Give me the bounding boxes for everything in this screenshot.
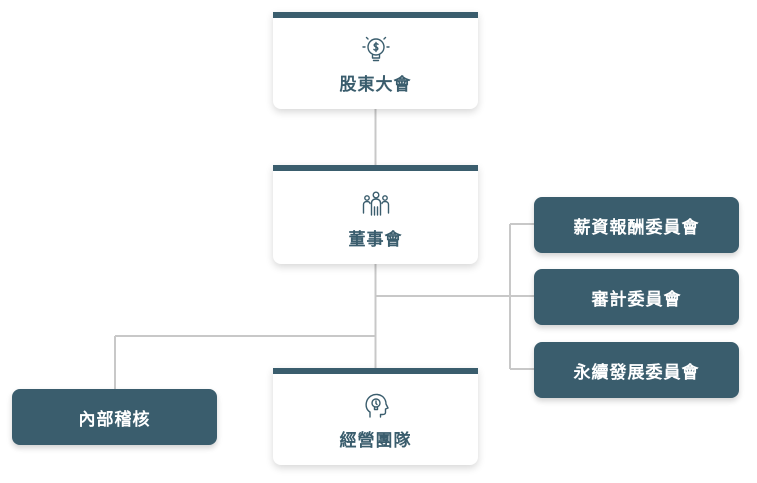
committee-label: 永續發展委員會 bbox=[573, 362, 700, 383]
committee-label: 薪資報酬委員會 bbox=[573, 217, 700, 238]
shareholders-label: 股東大會 bbox=[339, 75, 412, 95]
internal-audit-box: 內部稽核 bbox=[12, 389, 217, 445]
board-label: 董事會 bbox=[348, 230, 403, 250]
shareholders-card: 股東大會 bbox=[273, 12, 478, 109]
committee-box-sustainability: 永續發展委員會 bbox=[534, 342, 739, 398]
team-people-icon bbox=[362, 191, 389, 216]
committee-label: 審計委員會 bbox=[591, 289, 682, 310]
head-lightbulb-icon bbox=[364, 393, 389, 418]
internal-audit-label: 內部稽核 bbox=[78, 409, 151, 430]
committee-box-remuneration: 薪資報酬委員會 bbox=[534, 197, 739, 253]
committee-box-audit: 審計委員會 bbox=[534, 269, 739, 325]
lightbulb-dollar-icon bbox=[361, 36, 390, 62]
board-card: 董事會 bbox=[273, 165, 478, 264]
management-label: 經營團隊 bbox=[339, 431, 412, 451]
management-card: 經營團隊 bbox=[273, 368, 478, 465]
